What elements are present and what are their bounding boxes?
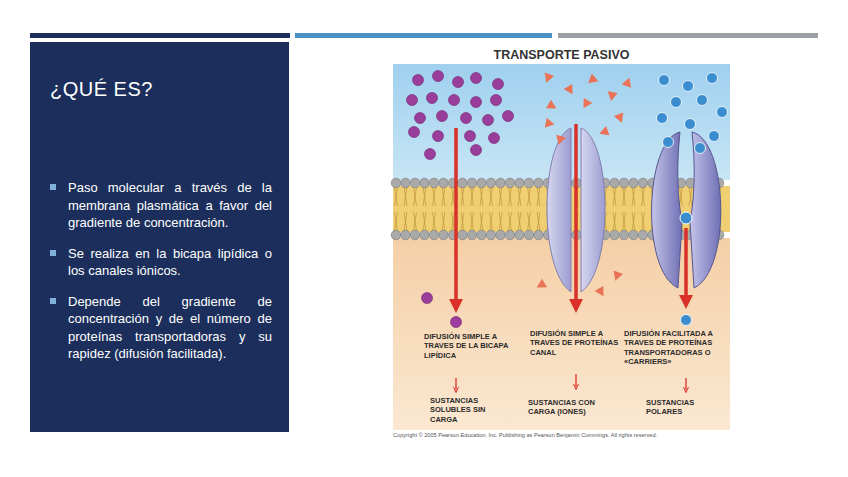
text-panel: ¿QUÉ ES? Paso molecular a través de la me… <box>30 42 289 432</box>
bullet-text: Depende del gradiente de concentración y… <box>68 293 272 363</box>
substance-label: SUSTANCIAS CON CARGA (IONES) <box>528 398 620 417</box>
process-label: DIFUSIÓN FACILITADA A TRAVES DE PROTEÍNA… <box>624 329 738 367</box>
top-bar <box>30 33 290 38</box>
bullet-item: Paso molecular a través de la membrana p… <box>50 179 275 232</box>
bullet-square <box>50 298 56 304</box>
diffusion-arrows <box>456 124 686 306</box>
bullet-text: Se realiza en la bicapa lipídica o los c… <box>68 245 272 280</box>
slide-title: ¿QUÉ ES? <box>50 78 275 101</box>
substance-label: SUSTANCIAS SOLUBLES SIN CARGA <box>430 396 510 424</box>
bullet-item: Depende del gradiente de concentración y… <box>50 293 275 363</box>
figure-title: TRANSPORTE PASIVO <box>393 48 730 62</box>
process-label: DIFUSIÓN SIMPLE A TRAVES DE LA BICAPA LI… <box>424 332 516 360</box>
copyright-note: Copyright © 2005 Pearson Education, Inc.… <box>393 432 738 438</box>
top-bar <box>558 33 818 38</box>
bullet-item: Se realiza en la bicapa lipídica o los c… <box>50 245 275 280</box>
substance-label: SUSTANCIAS POLARES <box>646 398 726 417</box>
top-bar <box>295 33 552 38</box>
molecules <box>407 71 728 328</box>
process-label: DIFUSIÓN SIMPLE A TRAVES DE PROTEÍNAS CA… <box>530 329 622 357</box>
small-arrows <box>456 374 686 390</box>
bullet-square <box>50 184 56 190</box>
bullet-square <box>50 250 56 256</box>
bullet-text: Paso molecular a través de la membrana p… <box>68 179 272 232</box>
